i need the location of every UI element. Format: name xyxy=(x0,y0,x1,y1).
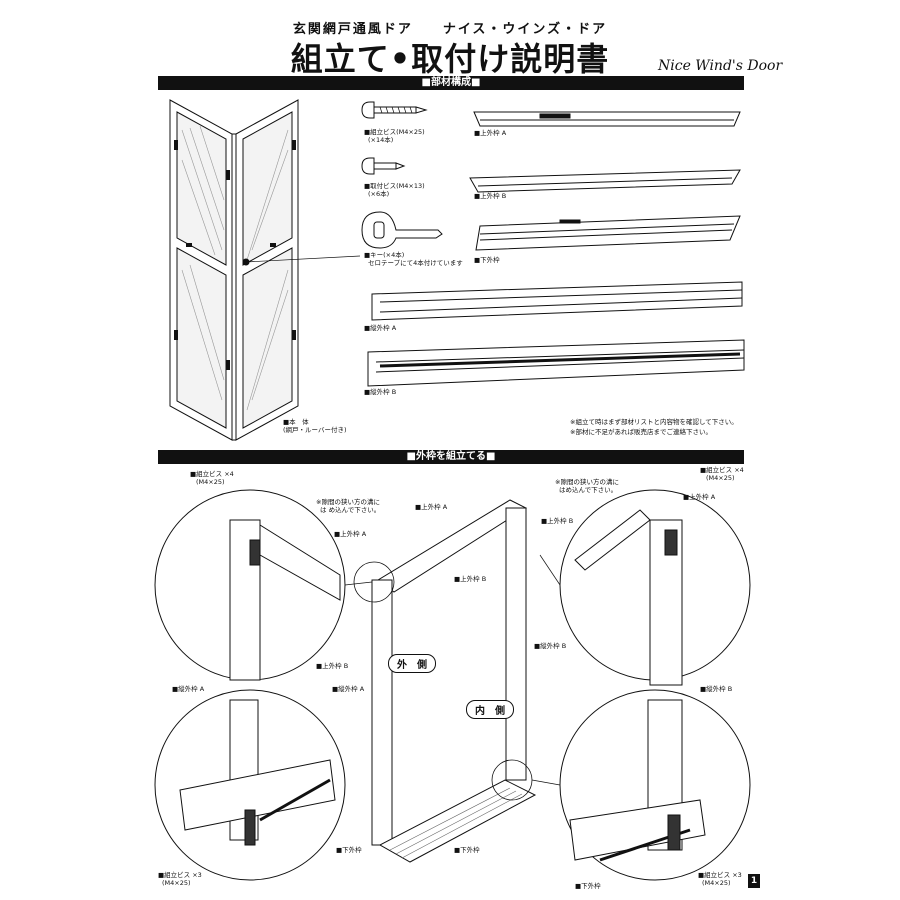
body-label: ■本 体 xyxy=(283,418,309,426)
body-note: (網戸・ルーバー付き) xyxy=(283,426,347,434)
zoom-left-upper-frame-b-label: ■上外枠 B xyxy=(316,662,349,670)
zoom-right-upper-frame-a-label: ■上外枠 A xyxy=(683,493,716,501)
upper-frame-b-label: ■上外枠 B xyxy=(474,192,507,200)
center-vertical-frame-b-label: ■縦外枠 B xyxy=(534,642,567,650)
screw-x4-left-spec: (M4×25) xyxy=(196,478,225,486)
zoom-upper-right xyxy=(559,489,751,686)
key-note: セロテープにて4本付けています xyxy=(368,259,463,267)
zoom-lower-left xyxy=(154,689,346,881)
key-illustration xyxy=(361,211,443,249)
zoom-left-lower-frame-label: ■下外枠 xyxy=(336,846,362,854)
zoom-lower-right xyxy=(559,689,751,881)
key-label: ■キー(×4本) xyxy=(364,251,405,259)
screw-x4-left-label: ■組立ビス ×4 xyxy=(190,470,234,478)
screw-x3-right-label: ■組立ビス ×3 xyxy=(698,871,742,879)
vertical-frame-b-label: ■縦外枠 B xyxy=(364,388,397,396)
zoom-vertical-frame-a-label: ■縦外枠 A xyxy=(172,685,205,693)
mount-screw-illustration xyxy=(361,157,406,175)
center-vertical-frame-a-label: ■縦外枠 A xyxy=(332,685,365,693)
screw-assembly-label: ■組立ビス(M4×25) xyxy=(364,128,425,136)
screw-assembly-qty: (×14本) xyxy=(368,136,394,144)
doc-subtitle: 玄関網戸通風ドア ナイス・ウインズ・ドア xyxy=(292,22,608,37)
gap-note-left-1: ※隙間の狭い方の溝に xyxy=(316,498,380,506)
page-number: 1 xyxy=(748,874,760,888)
gap-note-right-1: ※隙間の狭い方の溝に xyxy=(555,478,619,486)
vertical-frame-b-illustration xyxy=(367,339,745,387)
section-parts-bar: ■部材構成■ xyxy=(158,76,744,90)
screw-x4-right-label: ■組立ビス ×4 xyxy=(700,466,744,474)
vertical-frame-a-label: ■縦外枠 A xyxy=(364,324,397,332)
upper-frame-a-illustration xyxy=(473,111,741,127)
screw-x4-right-spec: (M4×25) xyxy=(706,474,735,482)
zoom-upper-frame-a-label: ■上外枠 A xyxy=(334,530,367,538)
brand-logo: Nice Wind's Door xyxy=(658,58,783,74)
vertical-frame-a-illustration xyxy=(371,281,743,321)
gap-note-right-2: はめ込んで下さい。 xyxy=(559,486,618,494)
gap-note-left-2: は め込んで下さい。 xyxy=(320,506,381,514)
door-body-illustration xyxy=(169,99,299,441)
zoom-vertical-frame-b-label: ■縦外枠 B xyxy=(700,685,733,693)
section-assembly-bar: ■外枠を組立てる■ xyxy=(158,450,744,464)
screw-x3-right-spec: (M4×25) xyxy=(702,879,731,887)
zoom-right-lower-frame-label: ■下外枠 xyxy=(575,882,601,890)
center-upper-frame-b-label: ■上外枠 B xyxy=(454,575,487,583)
outer-frame-assembly-illustration xyxy=(371,499,537,863)
zoom-upper-left xyxy=(154,489,346,681)
screw-x3-left-spec: (M4×25) xyxy=(162,879,191,887)
inside-tag: 内 側 xyxy=(466,700,514,719)
upper-frame-b-illustration xyxy=(469,169,741,193)
center-lower-frame-label: ■下外枠 xyxy=(454,846,480,854)
outside-tag: 外 側 xyxy=(388,654,436,673)
lower-frame-illustration xyxy=(475,215,741,251)
screw-x3-left-label: ■組立ビス ×3 xyxy=(158,871,202,879)
screw-mount-qty: (×6本) xyxy=(368,190,390,198)
check-note-1: ※組立て時はまず部材リストと内容物を確認して下さい。 xyxy=(570,418,738,426)
doc-title: 組立て•取付け説明書 xyxy=(290,40,610,78)
zoom-right-upper-frame-b-label: ■上外枠 B xyxy=(541,517,574,525)
assembly-screw-illustration xyxy=(361,101,428,119)
upper-frame-a-label: ■上外枠 A xyxy=(474,129,507,137)
screw-mount-label: ■取付ビス(M4×13) xyxy=(364,182,425,190)
check-note-2: ※部材に不足があれば販売店までご連絡下さい。 xyxy=(570,428,712,436)
lower-frame-label: ■下外枠 xyxy=(474,256,500,264)
center-upper-frame-a-label: ■上外枠 A xyxy=(415,503,448,511)
